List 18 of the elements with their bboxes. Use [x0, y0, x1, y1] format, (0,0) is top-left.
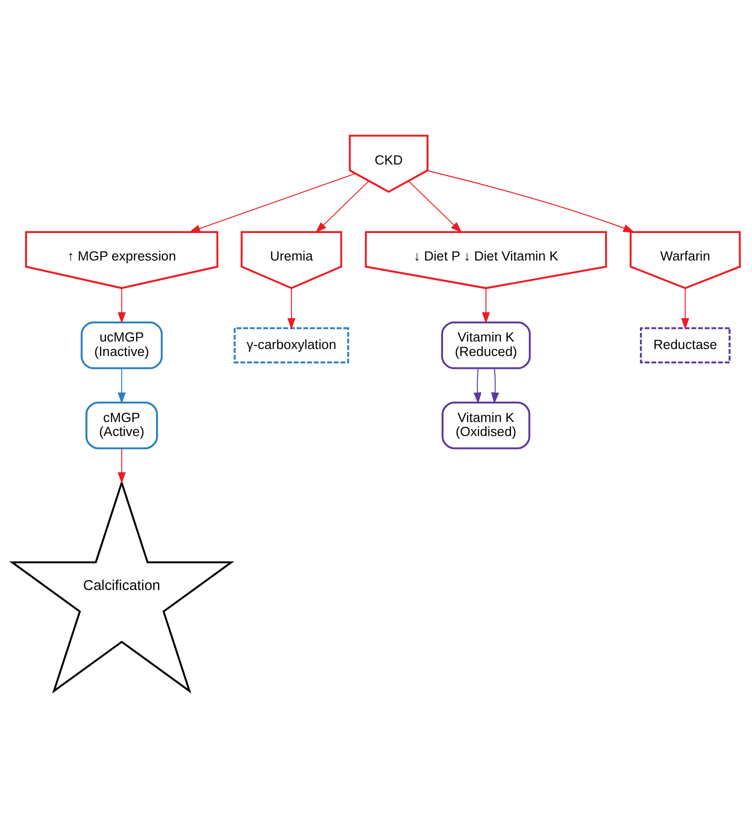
node-box: cMGP (Active): [85, 401, 158, 449]
arrow: [118, 287, 126, 324]
arrow: [287, 287, 296, 330]
arrow: [426, 170, 635, 232]
node-box: ucMGP (Inactive): [80, 320, 163, 369]
arrow: [118, 448, 126, 484]
node-box: Vitamin K (Oxidised): [442, 401, 530, 449]
node-box: Reductase: [640, 326, 731, 363]
arrow: [491, 367, 500, 404]
arrow: [188, 172, 356, 232]
arrow: [315, 180, 370, 232]
arrow: [408, 180, 462, 232]
arrow: [482, 287, 490, 324]
node-box: Vitamin K (Reduced): [441, 320, 531, 369]
arrow: [473, 367, 482, 404]
node-box: γ-carboxylation: [234, 326, 350, 363]
arrow: [118, 367, 126, 404]
arrow: [681, 287, 690, 330]
